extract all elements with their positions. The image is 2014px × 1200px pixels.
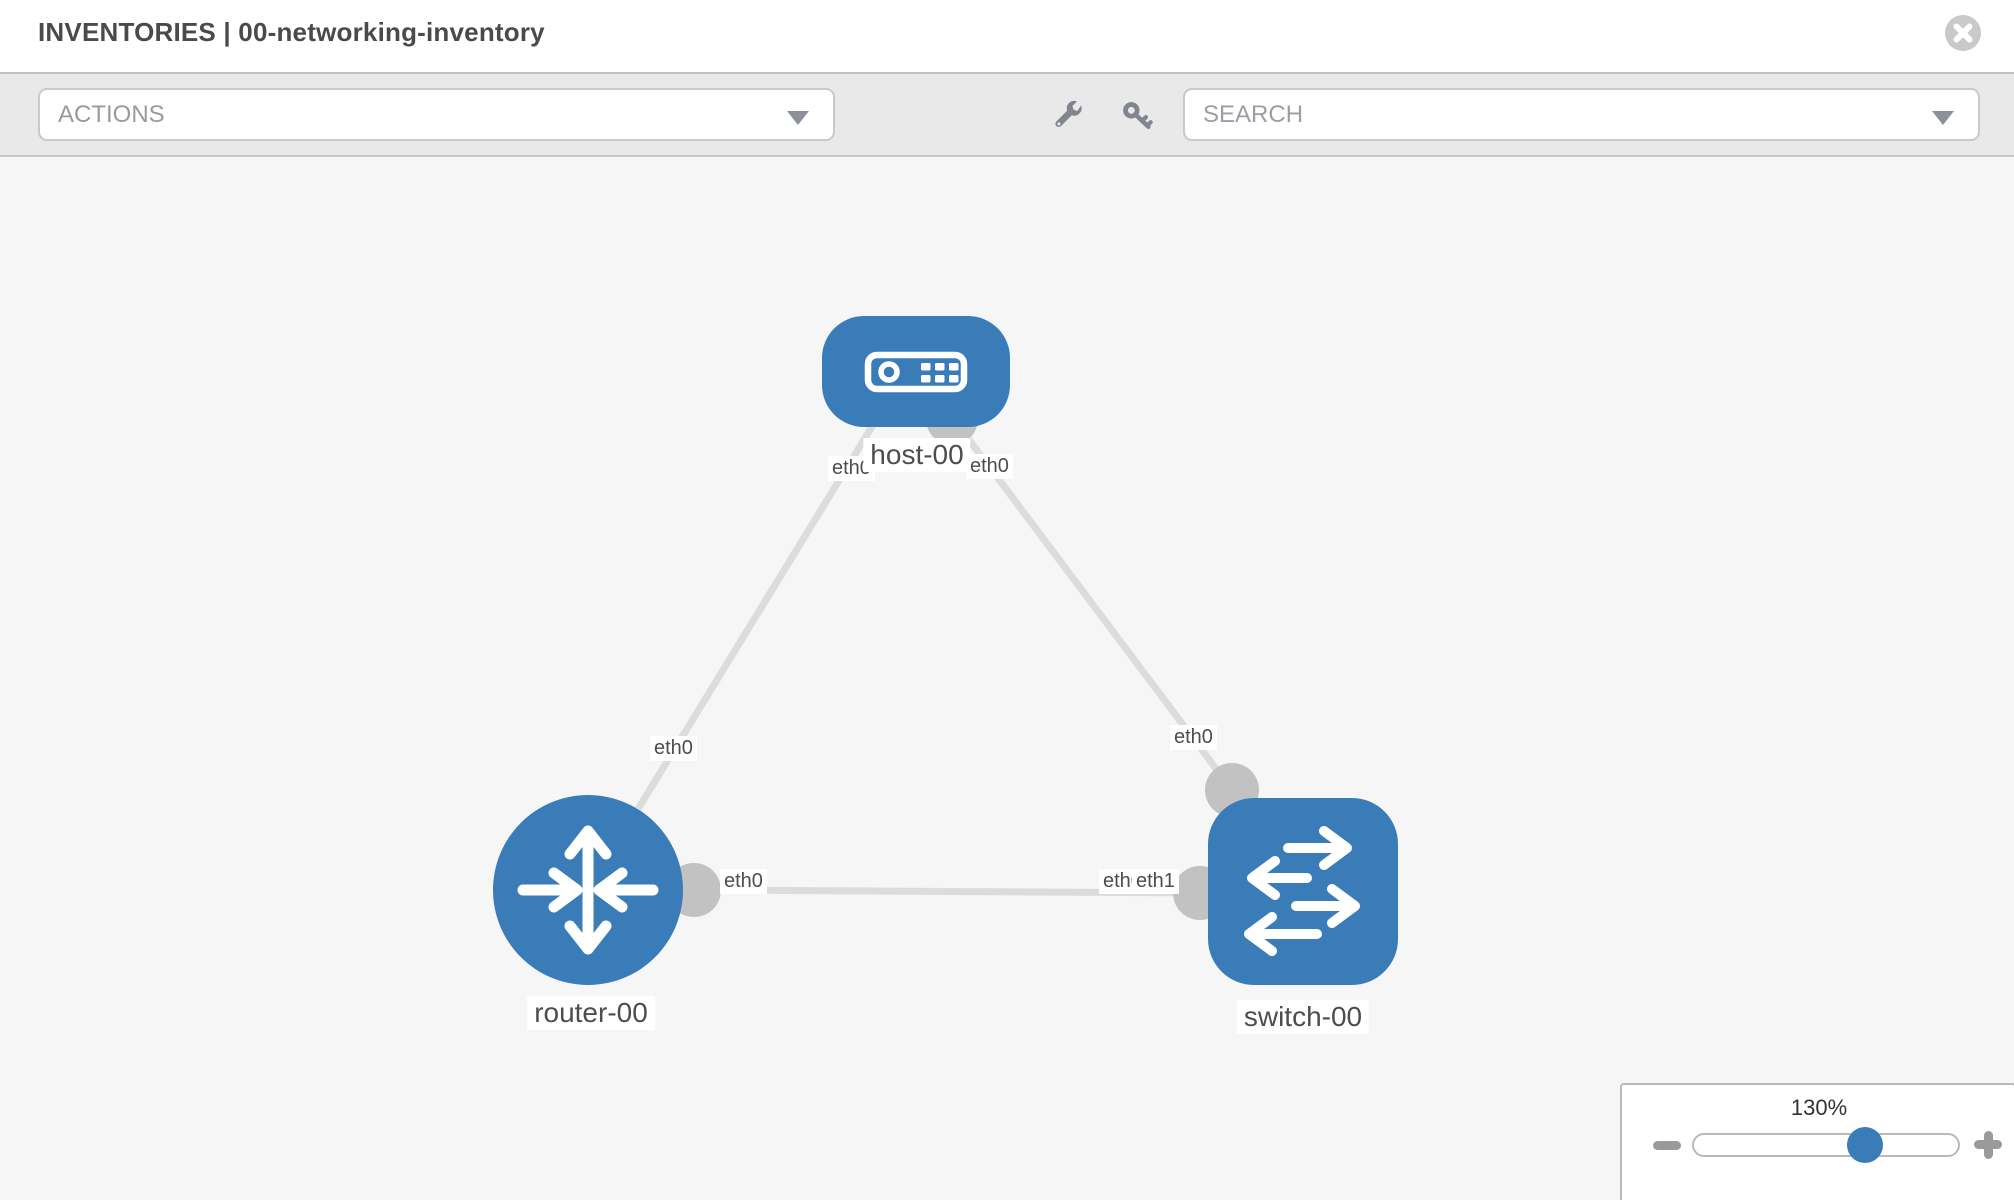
- interface-label: eth0: [720, 869, 767, 894]
- chevron-down-icon: [1932, 111, 1954, 125]
- zoom-out-button[interactable]: [1647, 1125, 1687, 1165]
- key-legend-button[interactable]: [1115, 95, 1159, 139]
- page-title: INVENTORIES | 00-networking-inventory: [38, 17, 545, 47]
- close-icon: [1944, 15, 1982, 55]
- key-icon: [1120, 99, 1154, 136]
- search-dropdown[interactable]: [1183, 88, 1980, 141]
- chevron-down-icon: [787, 111, 809, 125]
- actions-dropdown-label: ACTIONS: [58, 101, 165, 128]
- router-icon: [517, 825, 659, 955]
- close-button[interactable]: [1944, 14, 1982, 52]
- actions-dropdown[interactable]: ACTIONS: [38, 88, 835, 141]
- node-router-00[interactable]: [493, 795, 683, 985]
- zoom-level-value: 130%: [1790, 1095, 1848, 1120]
- configure-tools-button[interactable]: [1046, 95, 1090, 139]
- topology-canvas[interactable]: eth0 host-00 eth0 eth0 eth0 eth0 eth0 et…: [0, 157, 2014, 1200]
- page-header: INVENTORIES | 00-networking-inventory: [0, 0, 2014, 72]
- wrench-icon: [1051, 99, 1085, 136]
- minus-icon: [1653, 1141, 1681, 1150]
- host-icon: [864, 351, 968, 393]
- node-host-00[interactable]: [822, 316, 1010, 427]
- zoom-slider-track[interactable]: [1692, 1133, 1960, 1157]
- interface-label: eth0: [1170, 725, 1217, 750]
- interface-label: eth0: [650, 736, 697, 761]
- node-label-router: router-00: [527, 996, 655, 1031]
- interface-label: eth0: [966, 454, 1013, 479]
- zoom-slider-handle[interactable]: [1847, 1127, 1883, 1163]
- search-input[interactable]: [1185, 90, 1978, 139]
- interface-label: eth1: [1132, 869, 1179, 894]
- node-switch-00[interactable]: [1208, 798, 1398, 985]
- node-label-host: host-00: [863, 438, 971, 473]
- topology-svg: [493, 316, 1398, 985]
- switch-icon: [1244, 826, 1360, 956]
- node-label-switch: switch-00: [1236, 1000, 1370, 1035]
- zoom-control-panel: 130%: [1620, 1083, 2014, 1200]
- zoom-in-button[interactable]: [1968, 1124, 2008, 1164]
- toolbar: ACTIONS: [0, 72, 2014, 157]
